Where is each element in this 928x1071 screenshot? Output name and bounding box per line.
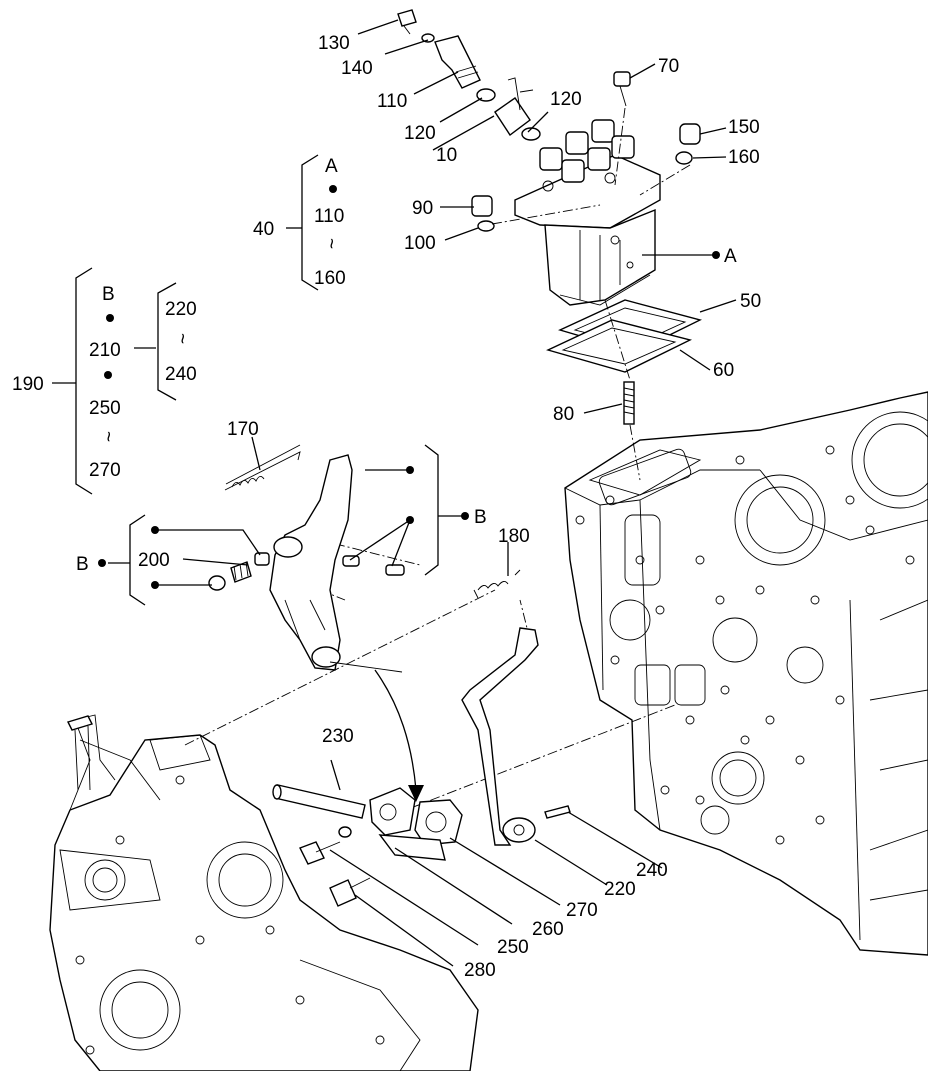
callout-240: 240 bbox=[636, 860, 668, 881]
gaskets bbox=[546, 299, 702, 373]
governor-lever bbox=[269, 454, 353, 671]
small-pins bbox=[208, 552, 405, 591]
callout-numbers: 130 140 110 120 10 120 70 150 160 90 100… bbox=[138, 33, 761, 981]
callout-120a: 120 bbox=[404, 123, 436, 144]
callout-250: 250 bbox=[497, 937, 529, 958]
callout-100: 100 bbox=[404, 233, 436, 254]
callout-90: 90 bbox=[412, 198, 433, 219]
group-190-to: 270 bbox=[89, 460, 121, 481]
spring-180 bbox=[473, 569, 521, 599]
callout-160: 160 bbox=[728, 147, 760, 168]
leader-lines bbox=[155, 19, 737, 967]
group-40-tilde: ~ bbox=[320, 238, 341, 249]
callout-10: 10 bbox=[436, 145, 457, 166]
callout-60: 60 bbox=[713, 360, 734, 381]
leader-dots bbox=[98, 251, 720, 589]
group-b-right: B bbox=[424, 444, 487, 576]
injection-pump bbox=[514, 119, 661, 306]
callout-80: 80 bbox=[553, 404, 574, 425]
callout-140: 140 bbox=[341, 58, 373, 79]
callout-170: 170 bbox=[227, 419, 259, 440]
callout-120b: 120 bbox=[550, 89, 582, 110]
engine-block bbox=[564, 391, 928, 956]
assembly-lines bbox=[184, 107, 691, 821]
top-fittings bbox=[397, 9, 701, 232]
callout-200: 200 bbox=[138, 550, 170, 571]
move-arrow bbox=[329, 661, 424, 802]
callout-150: 150 bbox=[728, 117, 760, 138]
group-40-label: 40 bbox=[253, 219, 274, 240]
gear-case bbox=[49, 714, 479, 1071]
group-190-item: 210 bbox=[89, 340, 121, 361]
group-190-ref: B bbox=[102, 284, 115, 305]
callout-230: 230 bbox=[322, 726, 354, 747]
group-40-to: 160 bbox=[314, 268, 346, 289]
group-b-right-ref: B bbox=[474, 507, 487, 528]
shaft-230 bbox=[272, 784, 366, 819]
group-b-left: B bbox=[76, 514, 146, 606]
callout-260: 260 bbox=[532, 919, 564, 940]
callout-50: 50 bbox=[740, 291, 761, 312]
callout-280: 280 bbox=[464, 960, 496, 981]
spring-170 bbox=[224, 444, 301, 491]
callout-180: 180 bbox=[498, 526, 530, 547]
group-40-from: 110 bbox=[314, 206, 344, 227]
stud-80 bbox=[623, 381, 635, 425]
callout-70: 70 bbox=[658, 56, 679, 77]
callout-110: 110 bbox=[377, 91, 407, 112]
group-40-ref: A bbox=[325, 156, 338, 177]
group-b-left-ref: B bbox=[76, 554, 89, 575]
lever-220 bbox=[461, 627, 571, 846]
group-190-sub-to: 240 bbox=[165, 364, 197, 385]
pump-ref-a: A bbox=[724, 246, 737, 267]
group-190-sub-from: 220 bbox=[165, 299, 197, 320]
bolts bbox=[299, 841, 371, 907]
group-190-tilde: ~ bbox=[97, 431, 118, 442]
group-190-sub-tilde: ~ bbox=[171, 333, 192, 344]
group-190-label: 190 bbox=[12, 374, 44, 395]
clevis-parts bbox=[338, 787, 463, 861]
group-190: 190 B 210 220 ~ 240 250 ~ 270 bbox=[12, 267, 197, 495]
callout-130: 130 bbox=[318, 33, 350, 54]
callout-220: 220 bbox=[604, 879, 636, 900]
callout-270: 270 bbox=[566, 900, 598, 921]
group-190-from: 250 bbox=[89, 398, 121, 419]
group-40: 40 A 110 ~ 160 bbox=[253, 154, 346, 291]
